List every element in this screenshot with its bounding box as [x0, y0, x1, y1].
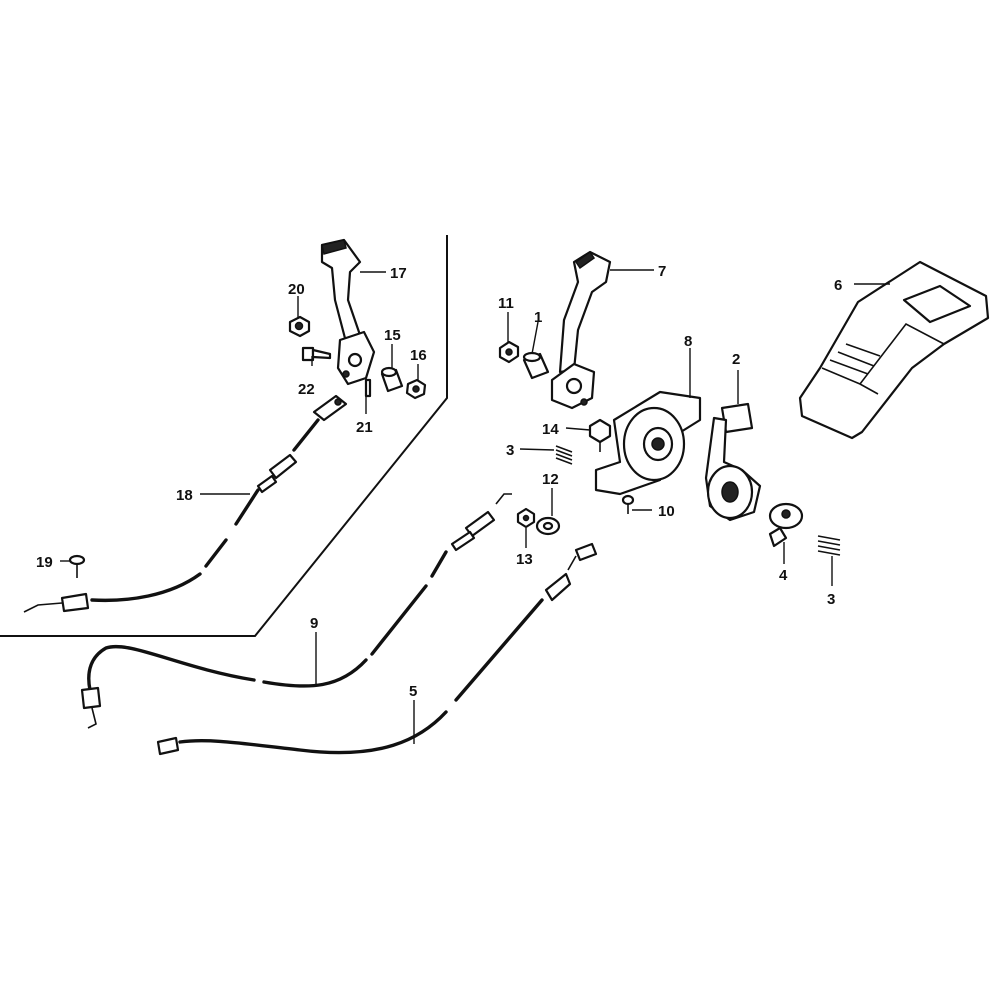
cable-5 — [156, 542, 598, 756]
callout-19: 19 — [36, 554, 53, 571]
washer-12 — [535, 516, 561, 536]
callout-8: 8 — [684, 333, 692, 350]
nut-16 — [405, 378, 427, 400]
callout-21: 21 — [356, 419, 373, 436]
inset-frame — [0, 235, 448, 637]
screw-10 — [621, 494, 635, 514]
callout-12: 12 — [542, 471, 559, 488]
spring-3-center — [555, 445, 573, 465]
bolt-14 — [588, 418, 612, 452]
callout-20: 20 — [288, 281, 305, 298]
callout-17: 17 — [390, 265, 407, 282]
callout-3b: 3 — [827, 591, 835, 608]
callout-10: 10 — [658, 503, 675, 520]
callout-22: 22 — [298, 381, 315, 398]
callout-15: 15 — [384, 327, 401, 344]
callout-1: 1 — [534, 309, 542, 326]
callout-13: 13 — [516, 551, 533, 568]
cable-18 — [23, 394, 348, 613]
callout-2: 2 — [732, 351, 740, 368]
callout-5: 5 — [409, 683, 417, 700]
knob-2 — [704, 402, 762, 522]
bolt-22 — [301, 346, 332, 362]
leader-lines — [60, 269, 890, 744]
callout-14: 14 — [542, 421, 559, 438]
callout-4: 4 — [779, 567, 788, 584]
spring-3-right — [817, 535, 841, 556]
lever-7 — [550, 250, 612, 410]
cable-9 — [80, 493, 512, 729]
nut-13 — [516, 507, 536, 529]
callout-18: 18 — [176, 487, 193, 504]
pin-21 — [364, 378, 372, 398]
lever-17 — [320, 238, 376, 386]
callout-7: 7 — [658, 263, 666, 280]
plate-4 — [768, 502, 804, 548]
callout-9: 9 — [310, 615, 318, 632]
callout-labels: 17 20 15 16 22 21 18 19 7 11 1 8 2 6 14 … — [36, 263, 842, 700]
collar-15 — [380, 366, 404, 393]
screw-19 — [68, 554, 86, 578]
nut-20 — [288, 315, 311, 338]
callout-11: 11 — [498, 295, 514, 312]
cover-6 — [798, 260, 990, 440]
collar-1 — [522, 351, 550, 380]
callout-6: 6 — [834, 277, 842, 294]
callout-16: 16 — [410, 347, 427, 364]
bracket-8 — [594, 390, 702, 496]
nut-11 — [498, 340, 520, 364]
callout-3a: 3 — [506, 442, 514, 459]
